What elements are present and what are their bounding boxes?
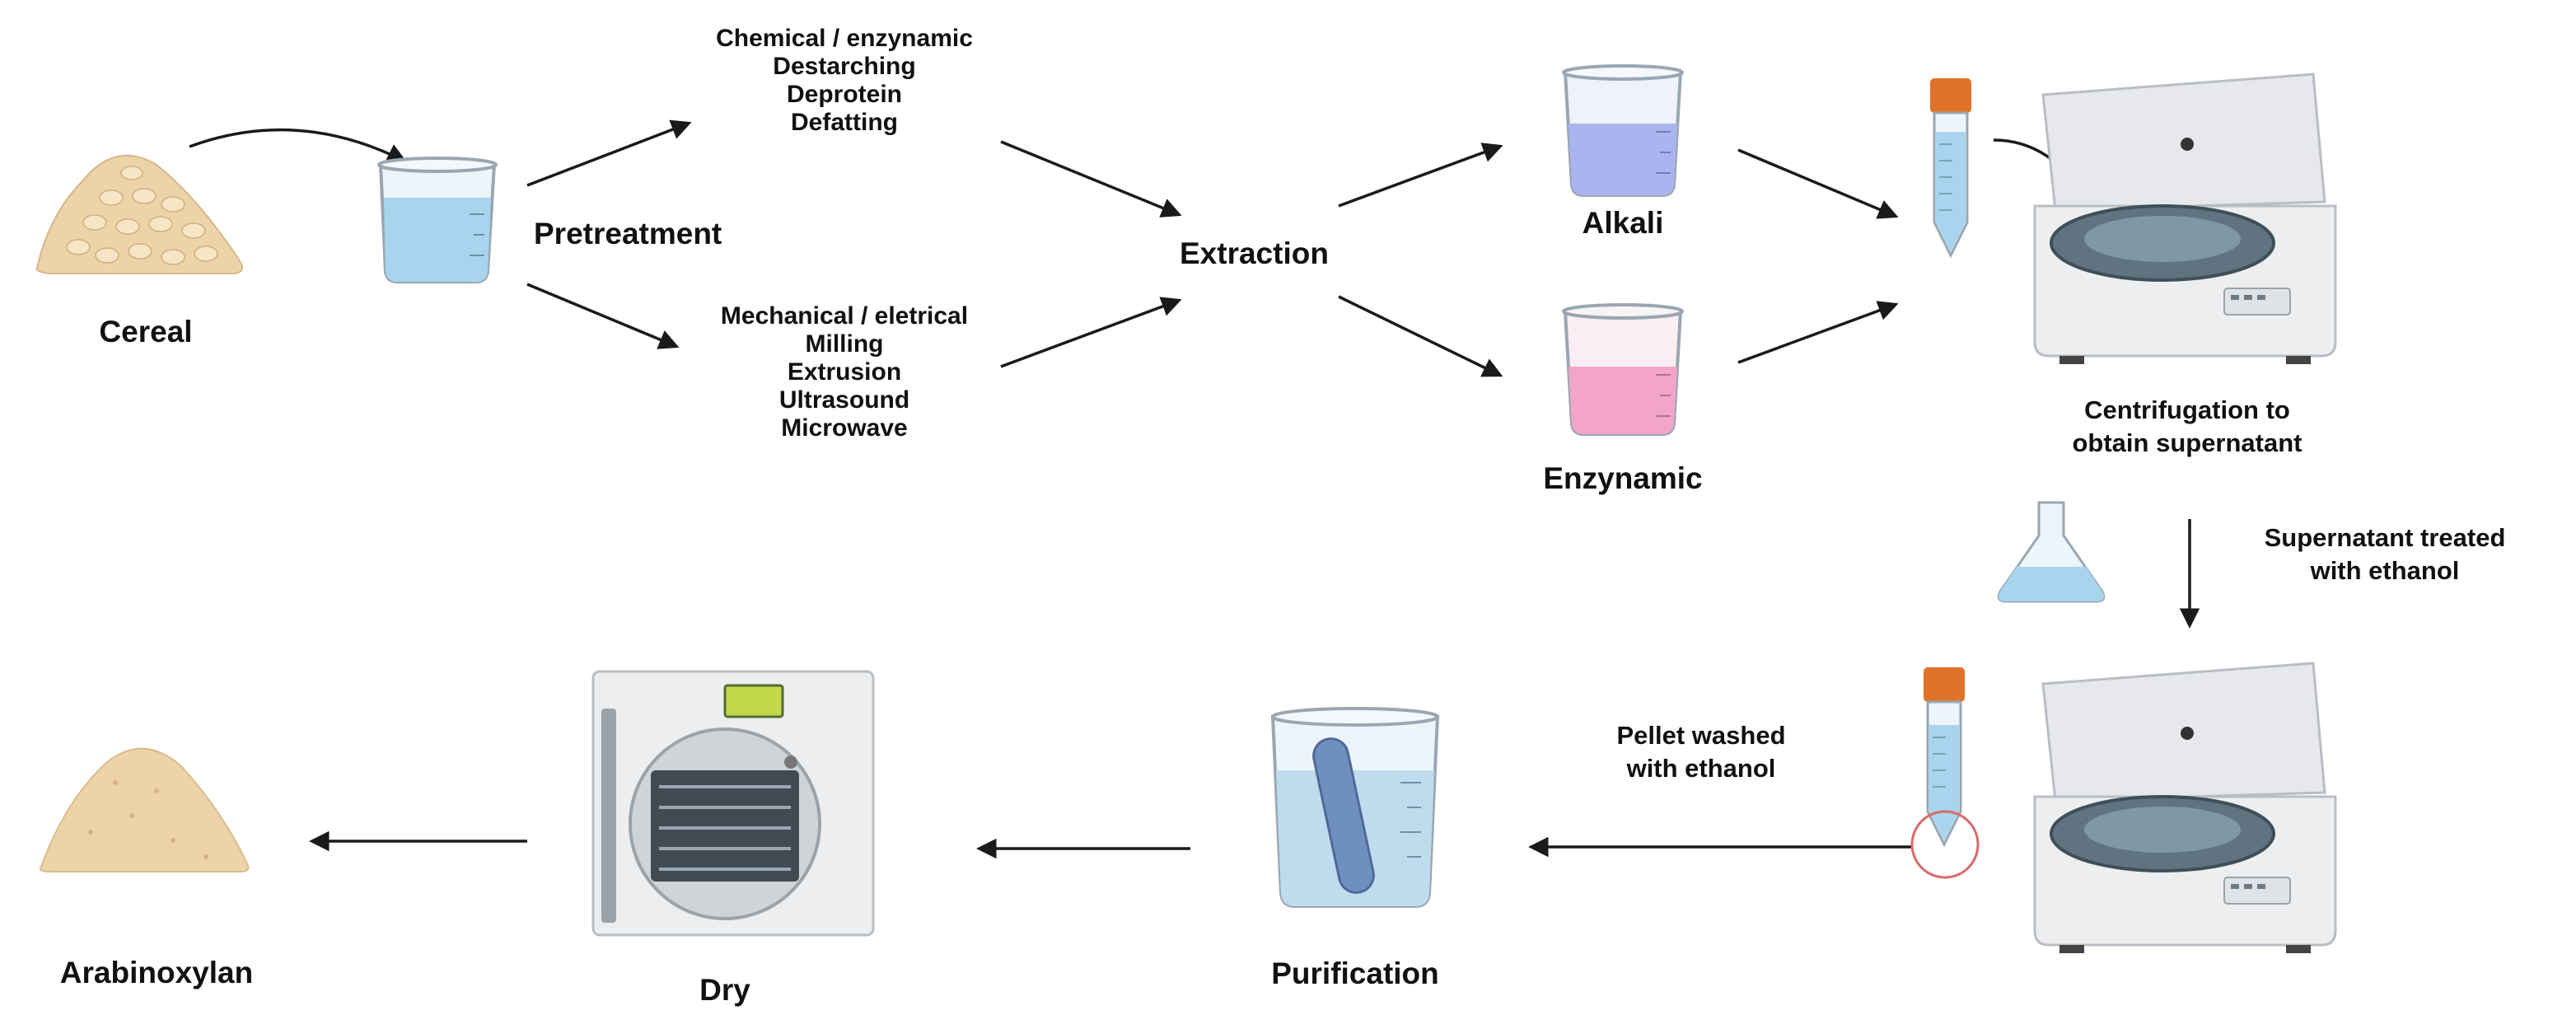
arrow-enzynamic-to-centrifuge bbox=[1737, 301, 1899, 364]
purification-label: Purification bbox=[1271, 957, 1439, 990]
arrow-chemical-to-extraction bbox=[1000, 140, 1182, 217]
supernatant-caption: Supernatant treated with ethanol bbox=[2224, 522, 2546, 587]
alkali-label: Alkali bbox=[1582, 206, 1664, 240]
arrow-mechanical-to-extraction bbox=[1000, 297, 1182, 368]
mechanical-item-milling: Milling bbox=[805, 330, 884, 358]
enzyme-beaker-icon bbox=[1562, 303, 1684, 436]
arabinoxylan-powder-icon bbox=[39, 747, 250, 872]
mechanical-item-microwave: Microwave bbox=[781, 414, 908, 442]
pellet-caption: Pellet washed with ethanol bbox=[1582, 719, 1821, 785]
pellet-line-2: with ethanol bbox=[1626, 754, 1776, 783]
arrow-to-alkali bbox=[1338, 143, 1503, 208]
pellet-tube-icon bbox=[1910, 667, 1980, 879]
arrow-to-enzynamic bbox=[1338, 295, 1503, 377]
falcon-tube-icon bbox=[1930, 78, 1971, 259]
arrow-to-chemical bbox=[526, 119, 692, 187]
pellet-line-1: Pellet washed bbox=[1616, 721, 1786, 750]
arrow-to-mechanical bbox=[526, 283, 680, 349]
arrow-alkali-to-centrifuge bbox=[1737, 148, 1899, 219]
enzynamic-label: Enzynamic bbox=[1543, 461, 1703, 495]
pellet-highlight-ring bbox=[1910, 810, 1980, 879]
chemical-heading: Chemical / enzynamic bbox=[716, 25, 973, 52]
centrifugation-caption: Centrifugation to obtain supernatant bbox=[2027, 394, 2348, 460]
mechanical-item-extrusion: Extrusion bbox=[787, 358, 902, 386]
pretreatment-label: Pretreatment bbox=[534, 217, 722, 250]
centrifuge-2-icon bbox=[2033, 662, 2337, 953]
arabinoxylan-label: Arabinoxylan bbox=[59, 956, 254, 989]
centrifugation-line-1: Centrifugation to bbox=[2084, 395, 2290, 424]
chemical-item-defatting: Defatting bbox=[791, 109, 898, 136]
supernatant-line-2: with ethanol bbox=[2310, 556, 2460, 585]
mechanical-heading: Mechanical / eletrical bbox=[720, 302, 969, 330]
supernatant-line-1: Supernatant treated bbox=[2264, 523, 2506, 552]
chemical-methods-list: Chemical / enzynamic Destarching Deprote… bbox=[684, 25, 1005, 137]
mechanical-methods-list: Mechanical / eletrical Milling Extrusion… bbox=[684, 302, 1005, 442]
cereal-grain-icon bbox=[35, 154, 243, 274]
cereal-label: Cereal bbox=[99, 315, 193, 348]
dry-label: Dry bbox=[699, 973, 750, 1007]
centrifugation-line-2: obtain supernatant bbox=[2072, 428, 2303, 457]
conical-flask-icon bbox=[1997, 501, 2106, 603]
water-beaker-icon bbox=[377, 157, 498, 283]
mechanical-item-ultrasound: Ultrasound bbox=[778, 386, 910, 414]
freeze-dryer-icon bbox=[591, 670, 875, 937]
extraction-label: Extraction bbox=[1180, 236, 1329, 270]
arrow-cereal-to-beaker bbox=[189, 128, 408, 163]
chemical-item-destarching: Destarching bbox=[773, 53, 916, 80]
purification-beaker-icon bbox=[1270, 707, 1440, 908]
chemical-item-deprotein: Deprotein bbox=[786, 81, 902, 108]
flow-arrows bbox=[189, 119, 2200, 859]
alkali-beaker-icon bbox=[1562, 64, 1684, 197]
centrifuge-icon bbox=[2033, 72, 2337, 364]
